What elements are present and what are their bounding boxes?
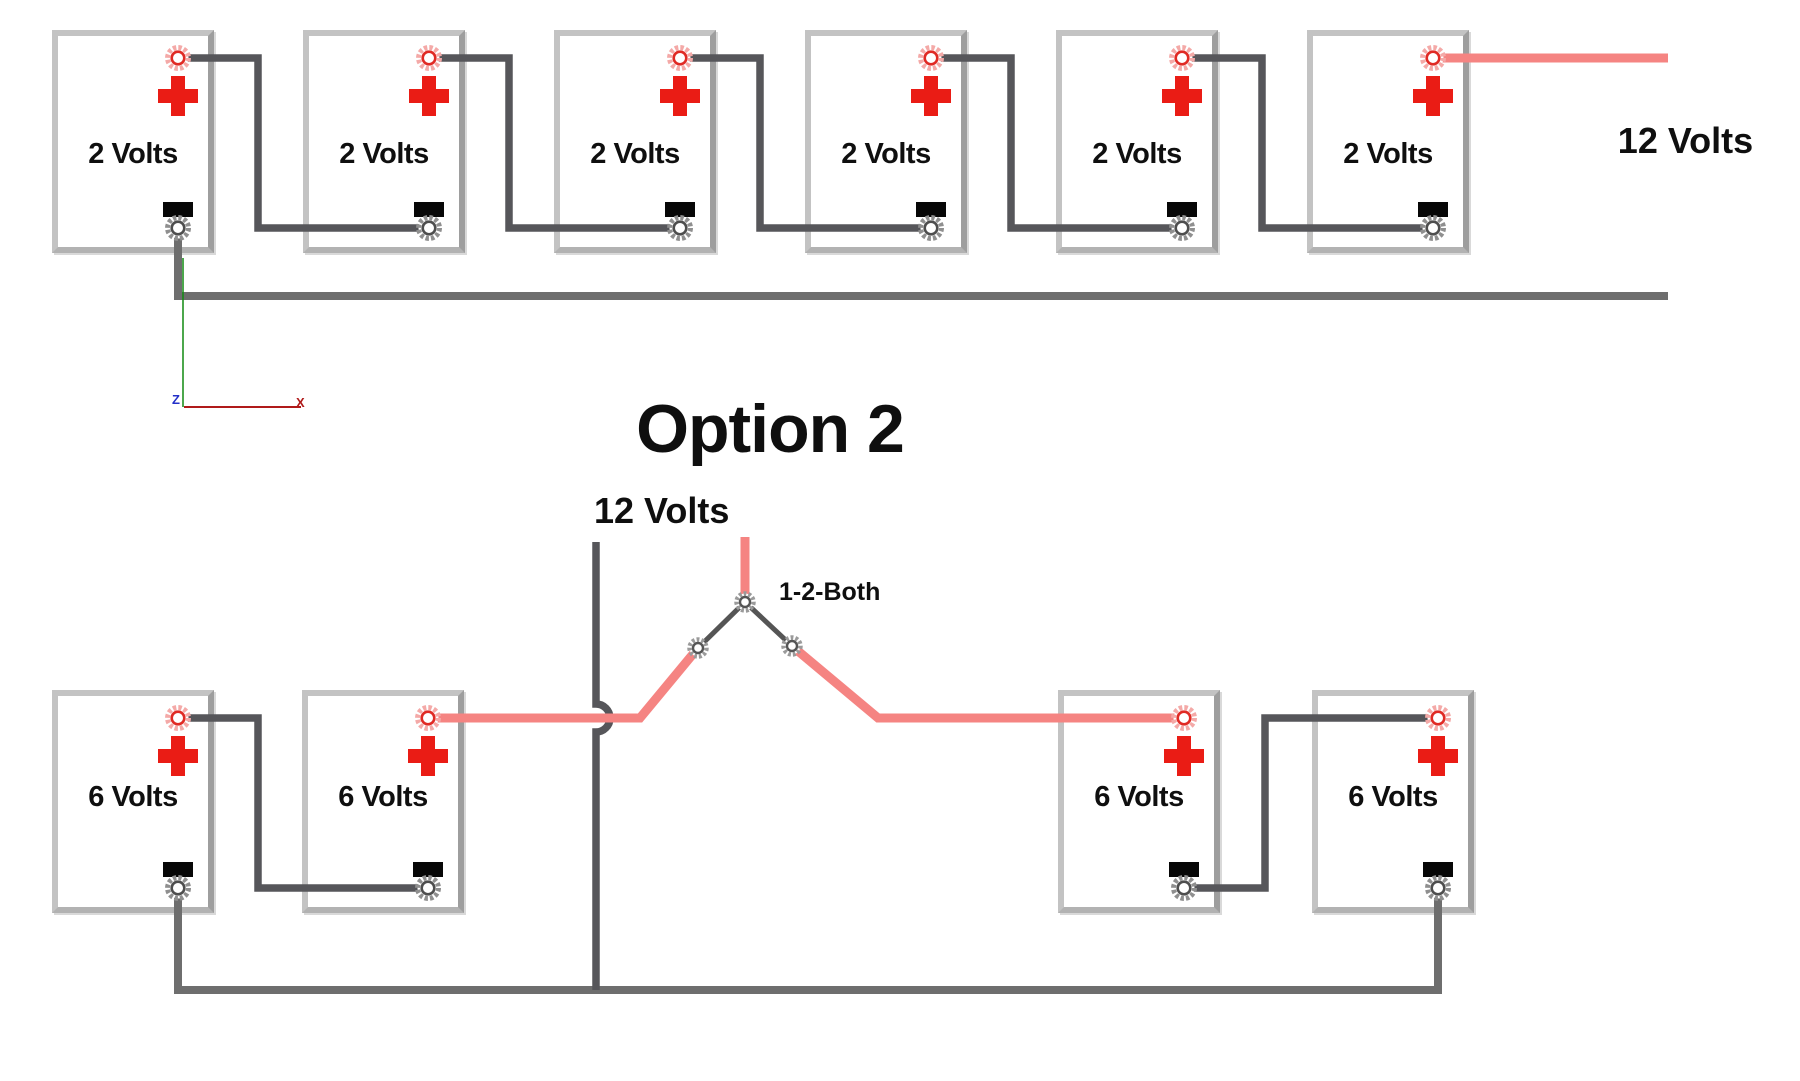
plus-symbol	[1418, 736, 1458, 776]
switch-bank1-terminal-icon	[687, 637, 709, 659]
plus-symbol	[1162, 76, 1202, 116]
plus-symbol	[158, 76, 198, 116]
bottom-bank-output-label: 12 Volts	[594, 490, 730, 531]
battery-top-5: 2 Volts	[1056, 30, 1218, 253]
axis-z-label: Z	[172, 392, 180, 407]
negative-bar	[916, 202, 946, 217]
plus-symbol	[1164, 736, 1204, 776]
battery-top-1: 2 Volts	[52, 30, 214, 253]
plus-symbol	[408, 736, 448, 776]
battery-voltage-label: 2 Volts	[1092, 138, 1182, 170]
battery-top-3: 2 Volts	[554, 30, 716, 253]
battery-top-6: 2 Volts	[1307, 30, 1469, 253]
negative-bar	[163, 202, 193, 217]
plus-symbol	[660, 76, 700, 116]
battery-voltage-label: 2 Volts	[590, 138, 680, 170]
battery-voltage-label: 6 Volts	[338, 781, 428, 813]
battery-voltage-label: 6 Volts	[1094, 781, 1184, 813]
plus-symbol	[1413, 76, 1453, 116]
battery-voltage-label: 2 Volts	[339, 138, 429, 170]
battery-bottom-1: 6 Volts	[52, 690, 214, 913]
negative-bar	[163, 862, 193, 877]
wire-positive-bank1	[428, 645, 702, 723]
battery-bottom-2: 6 Volts	[302, 690, 464, 913]
battery-bottom-4: 6 Volts	[1312, 690, 1474, 913]
switch-common-terminal-icon	[734, 591, 756, 613]
wire-negative-lead-bottom	[592, 542, 614, 990]
plus-symbol	[911, 76, 951, 116]
battery-voltage-label: 2 Volts	[88, 138, 178, 170]
negative-bar	[414, 202, 444, 217]
switch-label: 1-2-Both	[779, 578, 881, 606]
plus-symbol	[158, 736, 198, 776]
battery-voltage-label: 2 Volts	[1343, 138, 1433, 170]
negative-bar	[1167, 202, 1197, 217]
negative-bar	[665, 202, 695, 217]
axis-x-label: X	[296, 395, 305, 410]
battery-bottom-3: 6 Volts	[1058, 690, 1220, 913]
battery-voltage-label: 6 Volts	[88, 781, 178, 813]
negative-bar	[1423, 862, 1453, 877]
battery-voltage-label: 6 Volts	[1348, 781, 1438, 813]
switch-bank2-terminal-icon	[781, 635, 803, 657]
battery-top-4: 2 Volts	[805, 30, 967, 253]
plus-symbol	[409, 76, 449, 116]
section-title: Option 2	[636, 391, 905, 467]
battery-voltage-label: 2 Volts	[841, 138, 931, 170]
negative-bar	[1418, 202, 1448, 217]
wire-switch-arms	[696, 598, 794, 650]
negative-bar	[1169, 862, 1199, 877]
battery-top-2: 2 Volts	[303, 30, 465, 253]
top-bank-output-label: 12 Volts	[1617, 120, 1754, 161]
negative-bar	[413, 862, 443, 877]
